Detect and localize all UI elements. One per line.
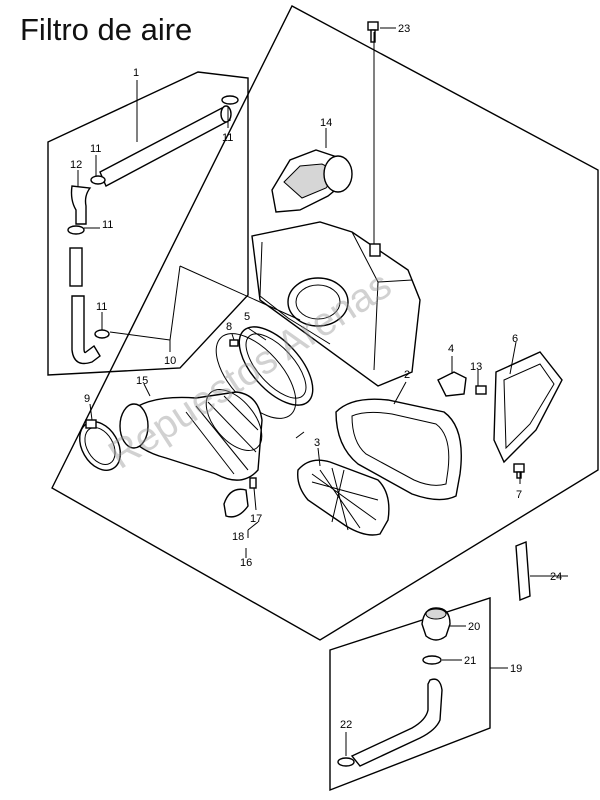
hose-clamp-11c	[67, 225, 85, 235]
callout-7: 7	[516, 489, 522, 501]
main-assembly-frame	[51, 5, 599, 641]
callout-11a: 11	[222, 132, 233, 144]
callout-11c: 11	[102, 219, 113, 231]
callout-15: 15	[136, 375, 148, 387]
bolt-23	[367, 21, 379, 43]
air-cleaner-case	[251, 221, 421, 387]
bracket-24	[515, 540, 531, 602]
screw-13	[475, 385, 487, 395]
hose-kit-frame	[47, 71, 249, 376]
filter-cage-3	[297, 459, 390, 536]
callout-9: 9	[84, 393, 90, 405]
clip-17	[249, 477, 257, 489]
filter-element-2	[335, 398, 462, 501]
intake-duct-14	[271, 149, 353, 213]
callout-3: 3	[314, 437, 320, 449]
page-title: Filtro de aire	[20, 12, 193, 47]
callout-19: 19	[510, 663, 522, 675]
clamp-21	[422, 655, 442, 665]
seal-ring-5	[238, 326, 314, 406]
hose-clamp-11a	[221, 95, 239, 105]
leader-lines	[77, 27, 568, 756]
callout-22: 22	[340, 719, 352, 731]
callout-24: 24	[550, 571, 562, 583]
hose-clamp-22	[337, 757, 355, 767]
callout-11d: 11	[96, 301, 107, 313]
callout-6: 6	[512, 333, 518, 345]
callout-1: 1	[133, 67, 139, 79]
callout-labels: 1 2 3 4 5 6 7 8 9 10 11 11 11 11 12 13 1…	[70, 23, 562, 731]
bracket-4	[437, 371, 467, 397]
callout-16: 16	[240, 557, 252, 569]
screw-7	[513, 463, 525, 479]
hose-clamp-9	[79, 419, 121, 471]
callout-13: 13	[470, 361, 482, 373]
callout-5: 5	[244, 311, 250, 323]
callout-12: 12	[70, 159, 82, 171]
breather-hose-upper	[99, 105, 232, 187]
breather-hose-lower	[71, 295, 101, 365]
callout-21: 21	[464, 655, 476, 667]
clip-8	[229, 339, 239, 347]
cover-6	[493, 351, 563, 464]
callout-20: 20	[468, 621, 480, 633]
callout-8: 8	[226, 321, 232, 333]
callout-14: 14	[320, 117, 332, 129]
callout-2: 2	[404, 369, 410, 381]
elbow-joint-12	[70, 185, 92, 225]
breather-hose-middle	[69, 247, 83, 287]
callout-23: 23	[398, 23, 410, 35]
callout-11b: 11	[90, 143, 101, 155]
hose-clamp-11b	[90, 175, 106, 185]
intake-boot-15	[119, 389, 263, 481]
drain-hose-22	[350, 678, 443, 767]
callout-17: 17	[250, 513, 262, 525]
callout-18: 18	[232, 531, 244, 543]
hose-clamp-11d	[94, 329, 110, 339]
callout-10: 10	[164, 355, 176, 367]
plug-18	[223, 488, 249, 518]
callout-4: 4	[448, 343, 454, 355]
drain-plug-20	[421, 607, 451, 641]
